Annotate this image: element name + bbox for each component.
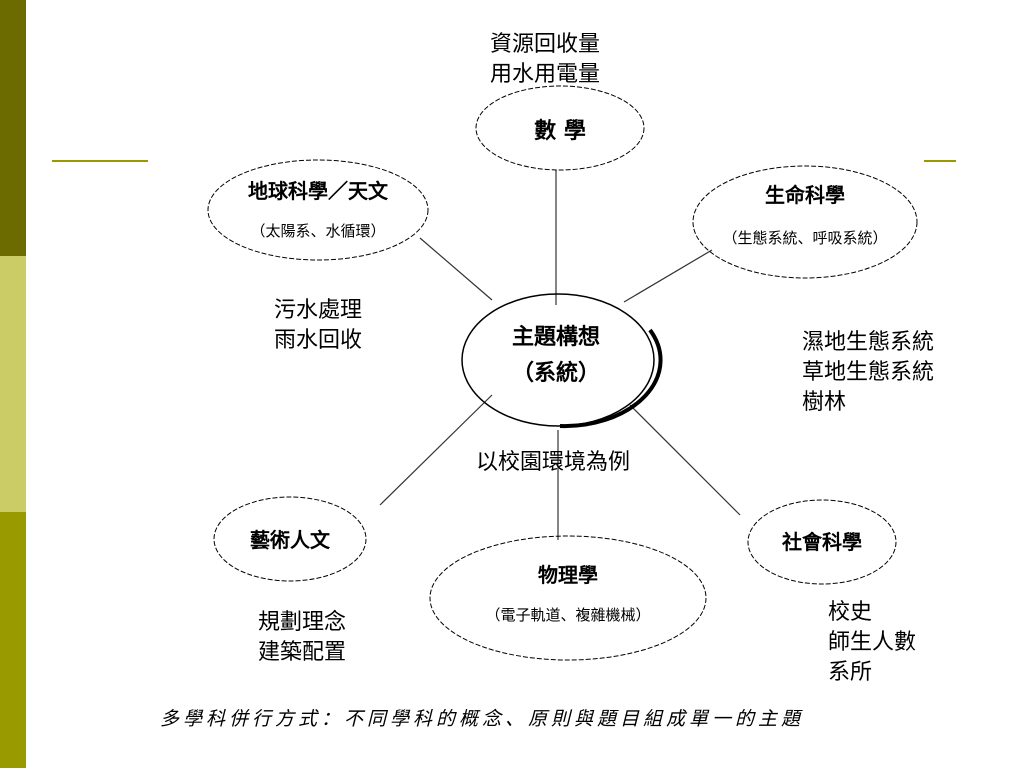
connector-social — [629, 404, 741, 516]
node-life-science: 生命科學 （生態系統、呼吸系統） — [692, 165, 918, 279]
connector-earth — [419, 237, 493, 301]
annotation-earth: 污水處理 雨水回收 — [274, 296, 362, 356]
annotation-line: 污水處理 — [274, 298, 363, 323]
center-title: 主題構想 — [512, 324, 600, 350]
separator-line-right — [924, 160, 956, 162]
node-social-title: 社會科學 — [781, 530, 862, 554]
center-subtitle: （系統） — [512, 360, 600, 386]
node-life-subtitle: （生態系統、呼吸系統） — [722, 229, 887, 247]
node-physics: 物理學 （電子軌道、複雜機械） — [429, 535, 707, 661]
annotation-line: 師生人數 — [828, 630, 917, 655]
node-earth-title: 地球科學／天文 — [248, 179, 389, 203]
annotation-life: 濕地生態系統 草地生態系統 樹林 — [802, 328, 934, 418]
annotation-line: 樹林 — [802, 390, 847, 415]
connector-art — [379, 394, 493, 506]
sidebar-block-bottom — [0, 512, 26, 768]
sidebar-block-top — [0, 0, 26, 256]
left-sidebar — [0, 0, 26, 768]
annotation-line: 系所 — [828, 660, 873, 685]
node-physics-title: 物理學 — [538, 563, 598, 587]
annotation-line: 規劃理念 — [258, 610, 347, 635]
annotation-line: 以校園環境為例 — [476, 450, 631, 475]
annotation-line: 草地生態系統 — [802, 360, 935, 385]
annotation-line: 建築配置 — [258, 640, 347, 665]
sidebar-block-middle — [0, 256, 26, 512]
node-math: 數 學 — [475, 85, 645, 171]
caption: 多學科併行方式：不同學科的概念、原則與題目組成單一的主題 — [160, 708, 805, 730]
annotation-line: 濕地生態系統 — [802, 330, 935, 355]
node-life-title: 生命科學 — [765, 183, 845, 207]
annotation-line: 用水用電量 — [490, 62, 601, 87]
node-art: 藝術人文 — [213, 496, 367, 582]
annotation-math: 資源回收量 用水用電量 — [490, 30, 600, 90]
annotation-social: 校史 師生人數 系所 — [828, 598, 916, 688]
center-node: 主題構想 （系統） — [461, 293, 663, 429]
annotation-art: 規劃理念 建築配置 — [258, 608, 346, 668]
connector-life — [623, 249, 713, 303]
node-earth-subtitle: （太陽系、水循環） — [250, 222, 385, 240]
annotation-line: 資源回收量 — [490, 32, 601, 57]
node-physics-subtitle: （電子軌道、複雜機械） — [485, 606, 650, 624]
annotation-line: 校史 — [828, 600, 873, 625]
annotation-center: 以校園環境為例 — [476, 448, 630, 478]
node-earth-science: 地球科學／天文 （太陽系、水循環） — [207, 159, 429, 261]
node-social-science: 社會科學 — [747, 499, 897, 585]
node-math-title: 數 學 — [534, 118, 586, 144]
separator-line-left — [52, 160, 148, 162]
annotation-line: 雨水回收 — [274, 328, 363, 353]
node-art-title: 藝術人文 — [250, 528, 331, 552]
